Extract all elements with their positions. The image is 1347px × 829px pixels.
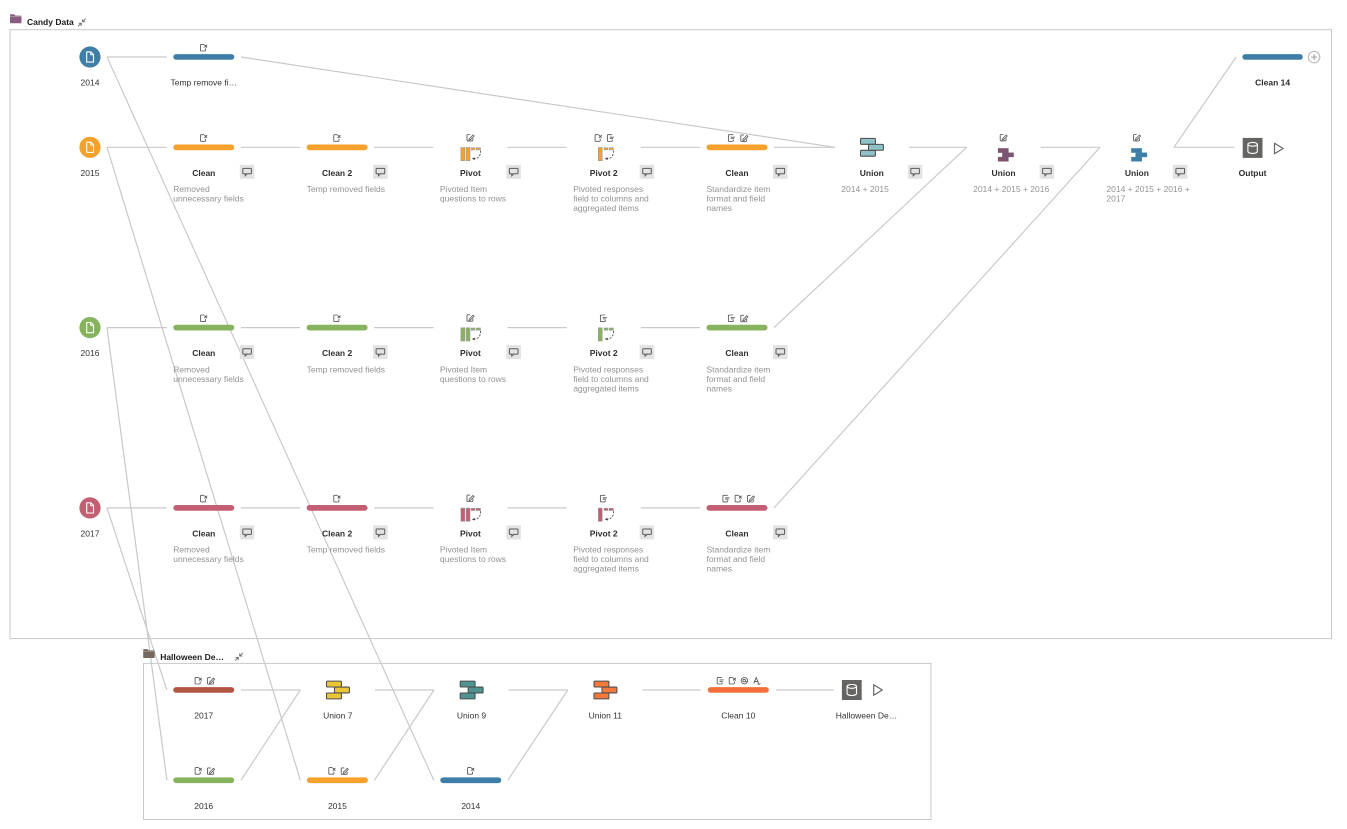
svg-text:Clean: Clean — [192, 168, 215, 178]
svg-text:Clean: Clean — [192, 529, 215, 539]
svg-text:format and field: format and field — [707, 374, 766, 384]
svg-text:Pivot 2: Pivot 2 — [590, 348, 618, 358]
svg-text:Halloween De…: Halloween De… — [160, 652, 224, 662]
svg-text:Pivot: Pivot — [460, 168, 481, 178]
svg-text:Union: Union — [1125, 168, 1149, 178]
svg-text:2017: 2017 — [1106, 194, 1125, 204]
svg-text:Clean: Clean — [725, 168, 748, 178]
svg-text:Temp removed fields: Temp removed fields — [307, 545, 385, 555]
svg-text:Candy Data: Candy Data — [27, 17, 74, 27]
svg-text:Standardize item: Standardize item — [707, 364, 771, 374]
svg-text:2014 + 2015 + 2016 +: 2014 + 2015 + 2016 + — [1106, 184, 1189, 194]
svg-text:Clean: Clean — [725, 529, 748, 539]
svg-text:questions to rows: questions to rows — [440, 374, 506, 384]
svg-text:format and field: format and field — [707, 194, 766, 204]
svg-text:2016: 2016 — [194, 801, 213, 811]
svg-text:Pivoted responses: Pivoted responses — [573, 545, 643, 555]
svg-text:unnecessary fields: unnecessary fields — [173, 554, 243, 564]
svg-text:Clean 2: Clean 2 — [322, 529, 353, 539]
svg-text:format and field: format and field — [707, 554, 766, 564]
svg-text:aggregated items: aggregated items — [573, 383, 639, 393]
svg-text:Clean 14: Clean 14 — [1255, 78, 1290, 88]
svg-text:field to columns and: field to columns and — [573, 554, 649, 564]
svg-text:Pivot 2: Pivot 2 — [590, 168, 618, 178]
svg-text:Removed: Removed — [173, 364, 210, 374]
svg-text:Pivoted Item: Pivoted Item — [440, 364, 487, 374]
svg-text:field to columns and: field to columns and — [573, 194, 649, 204]
svg-text:Union: Union — [992, 168, 1016, 178]
svg-text:2014 + 2015 + 2016: 2014 + 2015 + 2016 — [973, 184, 1049, 194]
svg-text:Output: Output — [1239, 168, 1267, 178]
svg-text:Clean 2: Clean 2 — [322, 168, 353, 178]
svg-text:Pivoted Item: Pivoted Item — [440, 184, 487, 194]
svg-text:2017: 2017 — [81, 529, 100, 539]
svg-text:2014 + 2015: 2014 + 2015 — [841, 184, 889, 194]
svg-text:names: names — [707, 383, 733, 393]
svg-text:questions to rows: questions to rows — [440, 554, 506, 564]
svg-text:Union: Union — [860, 168, 884, 178]
svg-text:Union 11: Union 11 — [589, 711, 623, 721]
svg-text:Halloween De…: Halloween De… — [836, 711, 897, 721]
svg-text:Removed: Removed — [173, 184, 210, 194]
svg-text:Clean 2: Clean 2 — [322, 348, 353, 358]
svg-text:Pivot 2: Pivot 2 — [590, 529, 618, 539]
svg-text:Temp removed fields: Temp removed fields — [307, 364, 385, 374]
svg-text:2015: 2015 — [81, 168, 100, 178]
svg-text:Pivoted responses: Pivoted responses — [573, 184, 643, 194]
svg-text:2014: 2014 — [461, 801, 480, 811]
svg-text:Union 9: Union 9 — [457, 711, 487, 721]
svg-text:Temp removed fields: Temp removed fields — [307, 184, 385, 194]
svg-text:2015: 2015 — [328, 801, 347, 811]
svg-text:Pivot: Pivot — [460, 529, 481, 539]
svg-text:names: names — [707, 203, 733, 213]
svg-text:2017: 2017 — [194, 711, 213, 721]
svg-text:field to columns and: field to columns and — [573, 374, 649, 384]
svg-text:Pivot: Pivot — [460, 348, 481, 358]
svg-text:2014: 2014 — [81, 78, 100, 88]
svg-text:questions to rows: questions to rows — [440, 194, 506, 204]
svg-text:Clean 10: Clean 10 — [721, 711, 755, 721]
svg-text:Temp remove fi…: Temp remove fi… — [170, 78, 237, 88]
svg-text:Standardize item: Standardize item — [707, 545, 771, 555]
svg-text:Removed: Removed — [173, 545, 210, 555]
svg-text:unnecessary fields: unnecessary fields — [173, 194, 243, 204]
svg-text:Pivoted Item: Pivoted Item — [440, 545, 487, 555]
svg-text:names: names — [707, 564, 733, 574]
svg-text:unnecessary fields: unnecessary fields — [173, 374, 243, 384]
svg-text:Clean: Clean — [192, 348, 215, 358]
svg-text:Standardize item: Standardize item — [707, 184, 771, 194]
svg-text:2016: 2016 — [81, 348, 100, 358]
svg-text:Clean: Clean — [725, 348, 748, 358]
svg-text:aggregated items: aggregated items — [573, 203, 639, 213]
svg-text:Pivoted responses: Pivoted responses — [573, 364, 643, 374]
svg-text:Union 7: Union 7 — [323, 711, 353, 721]
svg-text:aggregated items: aggregated items — [573, 564, 639, 574]
